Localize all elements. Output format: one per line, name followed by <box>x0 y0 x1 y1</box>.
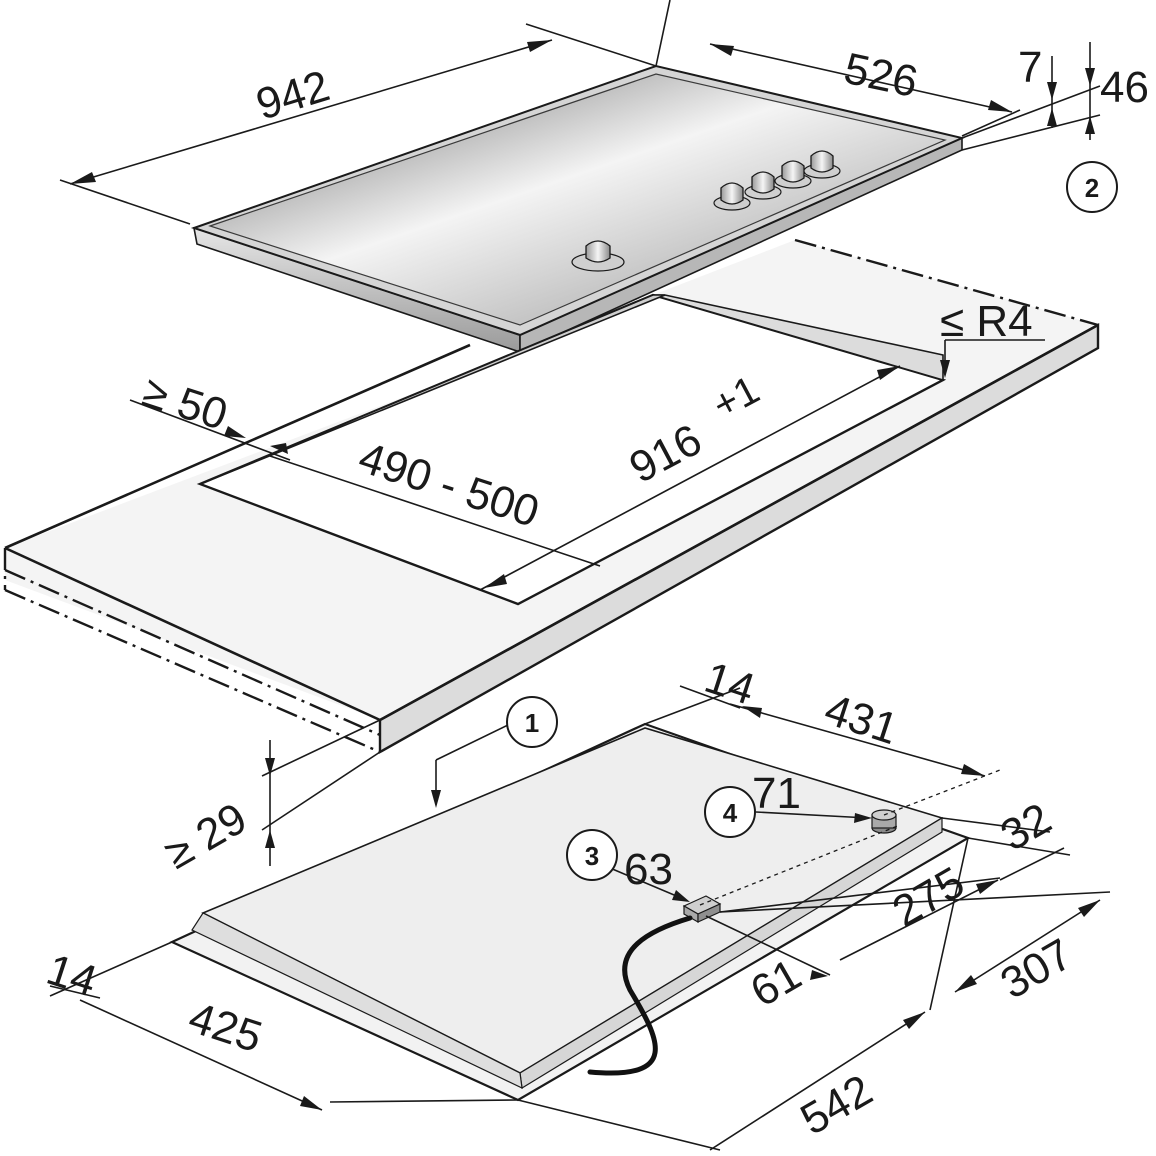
hob-top-unit <box>190 64 966 354</box>
underside-body-left-edge <box>191 912 523 1090</box>
dim-hob-height: 46 <box>1100 63 1149 112</box>
worktop-thickness-dimension <box>261 719 381 866</box>
cutout-left-wall <box>199 294 666 485</box>
marker-1-leader <box>431 723 511 808</box>
dim-worktop-thickness: ≥ 29 <box>157 794 255 879</box>
dim-edge-32: 32 <box>993 794 1060 861</box>
marker-1-label: 1 <box>525 708 539 738</box>
marker-2: 2 <box>1066 161 1118 213</box>
knob-2 <box>744 171 782 200</box>
dim-corner-radius: ≤ R4 <box>940 297 1033 346</box>
dim-connector-3-offset: 63 <box>624 845 673 894</box>
marker-2-label: 2 <box>1085 173 1099 203</box>
front-knob <box>571 240 625 272</box>
dim-hob-depth: 526 <box>840 44 922 107</box>
underside-dimension-lines <box>49 685 1111 1151</box>
marker-3: 3 <box>566 829 618 881</box>
dim-glass-thickness: 7 <box>1018 43 1042 92</box>
hob-underside <box>169 722 971 1102</box>
knob-4 <box>803 150 841 179</box>
power-cable <box>587 915 693 1076</box>
dim-cutout-front-min: ≥ 50 <box>137 367 233 440</box>
dim-underside-width-top: 431 <box>819 685 904 754</box>
dim-underside-offset-left: 14 <box>41 945 103 1007</box>
marker-1: 1 <box>506 696 558 748</box>
worktop <box>3 238 1100 755</box>
top-dimension-lines <box>59 0 1101 225</box>
knob-3 <box>774 160 812 189</box>
marker-4-label: 4 <box>723 798 738 828</box>
marker-4-leader <box>755 811 872 823</box>
rear-knob-row <box>713 150 841 211</box>
knob-1 <box>713 182 751 211</box>
dim-connector-4-offset: 71 <box>752 769 801 818</box>
gas-connector <box>871 809 897 834</box>
marker-3-leader <box>609 867 690 902</box>
marker-4: 4 <box>704 786 756 838</box>
cutout-dimension-lines <box>129 339 1045 591</box>
dim-underside-length: 542 <box>793 1066 881 1145</box>
dim-hob-width: 942 <box>251 61 336 129</box>
hob-glass <box>208 73 947 326</box>
marker-3-label: 3 <box>585 841 599 871</box>
dim-underside-offset-top: 14 <box>699 653 761 715</box>
dim-depth-307: 307 <box>993 930 1081 1009</box>
